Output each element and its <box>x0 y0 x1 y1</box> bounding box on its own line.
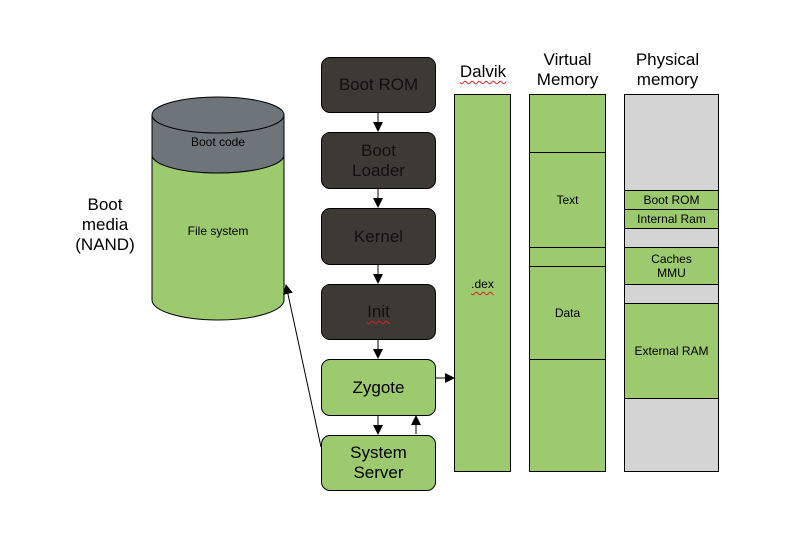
dex-label: .dex <box>455 277 510 291</box>
virtual-memory-column: Text Data <box>529 94 606 472</box>
pm-segment <box>625 95 718 190</box>
dalvik-header-text: Dalvik <box>459 62 507 81</box>
virtual-memory-header: Virtual Memory <box>525 50 610 90</box>
vm-segment <box>530 247 605 266</box>
nand-cylinder <box>151 96 285 321</box>
system-server-box: System Server <box>321 435 436 491</box>
boot-loader-box: Boot Loader <box>321 132 436 189</box>
physical-memory-header-line: memory <box>636 70 699 89</box>
dalvik-column: .dex <box>454 94 511 472</box>
init-label: Init <box>367 302 390 321</box>
pm-segment-caches-mmu: Caches MMU <box>625 247 718 284</box>
kernel-box: Kernel <box>321 208 436 265</box>
system-server-label: System Server <box>350 443 407 482</box>
boot-loader-label: Boot Loader <box>352 140 405 180</box>
pm-segment <box>625 398 718 471</box>
boot-code-label: Boot code <box>190 135 246 149</box>
pm-segment-boot-rom: Boot ROM <box>625 190 718 209</box>
physical-memory-column: Boot ROM Internal Ram Caches MMU Externa… <box>624 94 719 472</box>
virtual-memory-header-line: Memory <box>536 70 599 89</box>
virtual-memory-header-line: Virtual <box>543 50 592 69</box>
vm-segment-data: Data <box>530 266 605 359</box>
init-box: Init <box>321 284 436 340</box>
pm-segment <box>625 228 718 247</box>
caches-mmu-label: Caches MMU <box>651 252 692 280</box>
physical-memory-header: Physical memory <box>620 50 715 90</box>
boot-media-label: Boot media (NAND) <box>60 195 150 255</box>
zygote-box: Zygote <box>321 359 436 416</box>
pm-segment-internal-ram: Internal Ram <box>625 209 718 228</box>
physical-memory-header-line: Physical <box>635 50 700 69</box>
vm-segment <box>530 95 605 152</box>
dalvik-header: Dalvik <box>454 62 512 82</box>
dex-label-text: .dex <box>471 277 494 291</box>
boot-media-label-line: media <box>81 215 129 234</box>
vm-segment-text: Text <box>530 152 605 247</box>
pm-segment <box>625 284 718 303</box>
arrow-systemserver-to-filesystem <box>283 284 322 448</box>
boot-media-label-line: Boot <box>87 195 123 214</box>
pm-segment-external-ram: External RAM <box>625 303 718 398</box>
vm-segment <box>530 359 605 471</box>
boot-rom-box: Boot ROM <box>321 57 436 113</box>
file-system-label: File system <box>187 224 249 238</box>
boot-media-label-line: (NAND) <box>75 235 135 254</box>
